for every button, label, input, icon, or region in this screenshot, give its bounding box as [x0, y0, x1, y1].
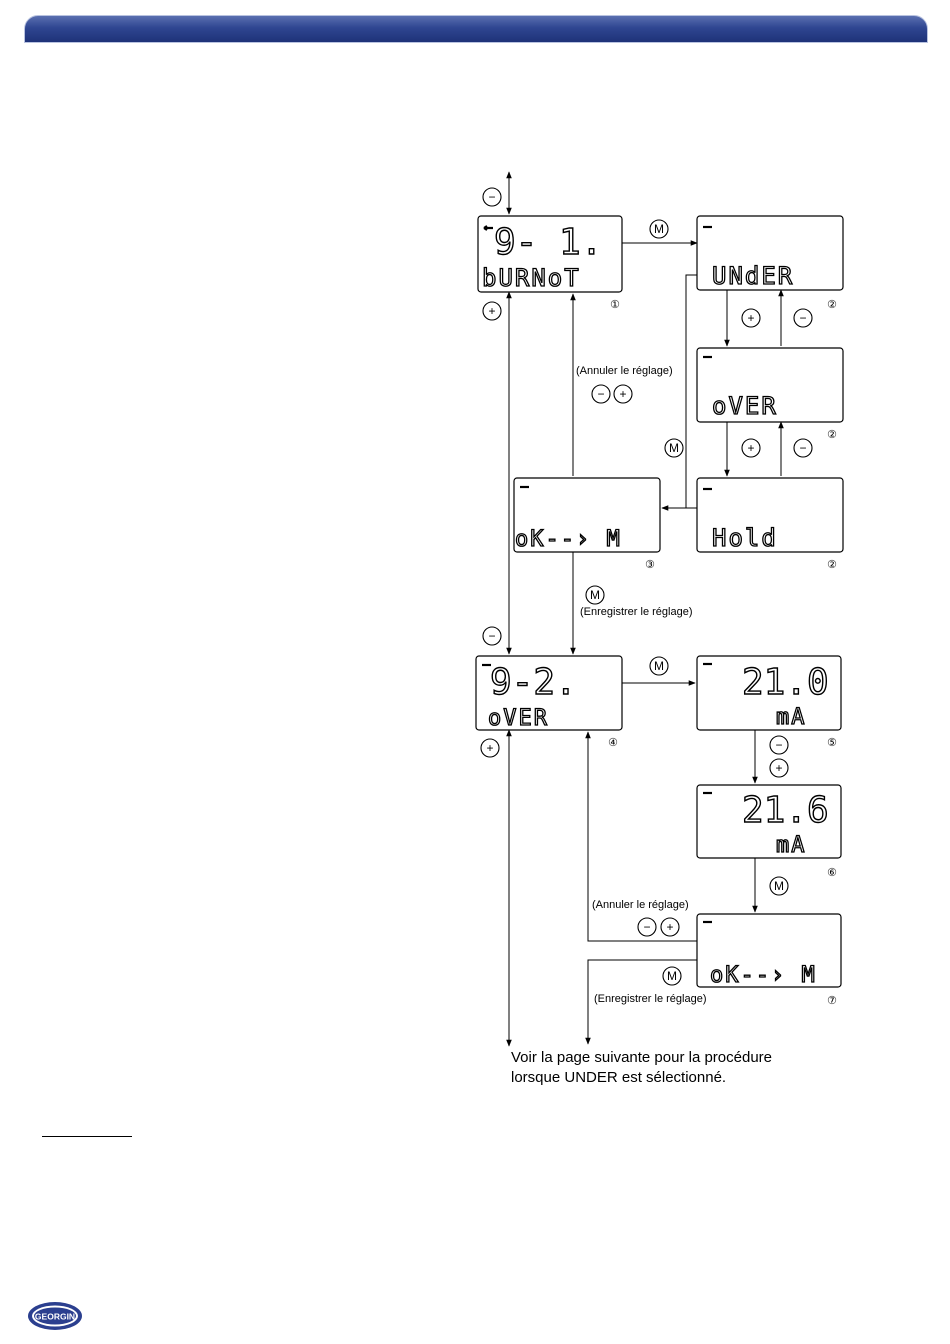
svg-text:+: +: [619, 387, 626, 401]
mode-button-icon-4: M: [650, 657, 668, 675]
svg-text:−: −: [488, 190, 495, 204]
plus-button-icon-2a: +: [742, 309, 760, 327]
svg-text:−: −: [799, 441, 806, 455]
svg-text:+: +: [486, 741, 493, 755]
lcd-display-7: oK--› M: [697, 914, 841, 988]
svg-text:GEORGIN: GEORGIN: [35, 1312, 75, 1322]
cancel-label-1: (Annuler le réglage): [576, 365, 673, 377]
svg-text:+: +: [666, 920, 673, 934]
plus-button-icon-2b: +: [742, 439, 760, 457]
footnote-divider: [42, 1136, 132, 1137]
svg-text:−: −: [799, 311, 806, 325]
minus-button-icon-cancel-2: −: [638, 918, 656, 936]
svg-text:M: M: [669, 441, 679, 455]
lcd-display-5: 21.0 mA: [697, 656, 841, 730]
minus-button-icon-2a: −: [794, 309, 812, 327]
plus-button-icon-1: +: [483, 302, 501, 320]
svg-text:M: M: [654, 659, 664, 673]
step-2b-marker: ②: [827, 428, 837, 441]
lcd-4-bottom-text: oVER: [488, 706, 549, 731]
minus-button-icon-5: −: [770, 736, 788, 754]
minus-button-icon-cancel-1: −: [592, 385, 610, 403]
plus-button-icon-cancel-1: +: [614, 385, 632, 403]
lcd-6-bottom-text: mA: [776, 833, 807, 858]
lcd-5-top-text: 21.0: [742, 662, 829, 703]
note-line-2: lorsque UNDER est sélectionné.: [511, 1069, 726, 1086]
lcd-2c-bottom-text: Hold: [712, 524, 778, 552]
lcd-2a-bottom-text: UNdER: [712, 262, 794, 290]
lcd-2b-bottom-text: oVER: [712, 392, 778, 420]
svg-text:−: −: [643, 920, 650, 934]
svg-text:+: +: [775, 761, 782, 775]
mode-button-icon-1: M: [650, 220, 668, 238]
lcd-6-top-text: 21.6: [742, 790, 829, 831]
save-label-2: (Enregistrer le réglage): [594, 993, 707, 1005]
lcd-display-2c: Hold: [697, 478, 843, 552]
svg-text:M: M: [667, 969, 677, 983]
georgin-logo: GEORGIN: [26, 1300, 84, 1332]
minus-button-icon-2b: −: [794, 439, 812, 457]
svg-text:M: M: [774, 879, 784, 893]
step-4-marker: ④: [608, 736, 618, 749]
lcd-display-3: oK--› M: [514, 478, 660, 552]
svg-text:M: M: [590, 588, 600, 602]
mode-button-icon-save-1: M: [586, 586, 604, 604]
svg-text:+: +: [747, 311, 754, 325]
lcd-display-2a: UNdER: [697, 216, 843, 290]
svg-text:+: +: [488, 304, 495, 318]
lcd-3-bottom-text: oK--› M: [515, 527, 622, 552]
svg-text:−: −: [488, 629, 495, 643]
plus-button-icon-cancel-2: +: [661, 918, 679, 936]
cancel-label-2: (Annuler le réglage): [592, 899, 689, 911]
step-1-marker: ①: [610, 298, 620, 311]
svg-text:−: −: [597, 387, 604, 401]
lcd-1-top-text: 9- 1.: [494, 222, 602, 263]
svg-text:M: M: [654, 222, 664, 236]
step-2a-marker: ②: [827, 298, 837, 311]
step-3-marker: ③: [645, 558, 655, 571]
step-5-marker: ⑤: [827, 736, 837, 749]
lcd-5-bottom-text: mA: [776, 705, 807, 730]
lcd-7-bottom-text: oK--› M: [710, 963, 817, 988]
mode-button-icon-2: M: [665, 439, 683, 457]
step-2c-marker: ②: [827, 558, 837, 571]
lcd-display-2b: oVER: [697, 348, 843, 422]
step-7-marker: ⑦: [827, 994, 837, 1007]
minus-button-icon-mid: −: [483, 627, 501, 645]
lcd-display-6: 21.6 mA: [697, 785, 841, 858]
svg-text:+: +: [747, 441, 754, 455]
plus-button-icon-4: +: [481, 739, 499, 757]
svg-text:−: −: [775, 738, 782, 752]
lcd-1-bottom-text: bURNoT: [482, 264, 581, 292]
plus-button-icon-5: +: [770, 759, 788, 777]
minus-button-icon-top: −: [483, 188, 501, 206]
step-6-marker: ⑥: [827, 866, 837, 879]
lcd-display-4: 9-2. oVER: [476, 656, 622, 731]
note-line-1: Voir la page suivante pour la procédure: [511, 1049, 772, 1066]
mode-button-icon-save-2: M: [663, 967, 681, 985]
save-label-1: (Enregistrer le réglage): [580, 606, 693, 618]
mode-button-icon-6: M: [770, 877, 788, 895]
lcd-4-top-text: 9-2.: [490, 662, 577, 703]
lcd-display-1: 9- 1. bURNoT: [478, 216, 622, 292]
